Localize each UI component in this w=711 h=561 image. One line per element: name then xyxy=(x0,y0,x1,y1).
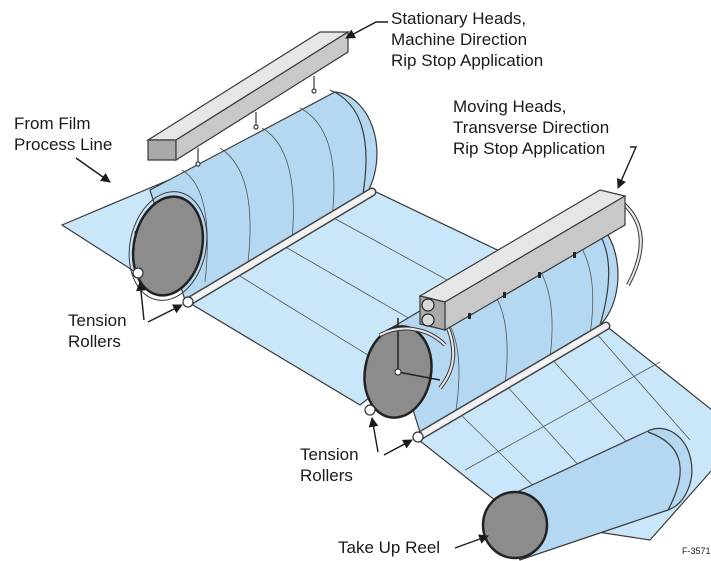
label-moving-heads-line-2: Transverse Direction xyxy=(453,118,610,137)
label-leaders xyxy=(75,21,638,549)
leader-tension-1a xyxy=(136,281,146,321)
label-from-film: From Film Process Line xyxy=(14,113,112,155)
tension-roller-1a xyxy=(132,267,144,279)
label-stationary-heads: Stationary Heads, Machine Direction Rip … xyxy=(391,8,543,71)
figure-id: F-3571 xyxy=(682,546,711,556)
label-moving-heads: Moving Heads, Transverse Direction Rip S… xyxy=(453,96,609,159)
label-tension-rollers-1-line-2: Rollers xyxy=(68,332,121,351)
label-tension-rollers-1: Tension Rollers xyxy=(68,310,127,352)
stationary-heads-bar xyxy=(145,30,351,167)
label-from-film-line-1: From Film xyxy=(14,114,91,133)
tension-roller-bar-1 xyxy=(182,187,377,308)
drum-2 xyxy=(363,193,643,433)
moving-heads-bar xyxy=(418,189,627,332)
leader-from-film xyxy=(75,157,111,183)
label-tension-rollers-1-line-1: Tension xyxy=(68,311,127,330)
label-tension-rollers-2-line-1: Tension xyxy=(300,445,359,464)
leader-tension-1b xyxy=(147,304,183,323)
label-take-up-reel: Take Up Reel xyxy=(338,538,441,557)
label-moving-heads-line-1: Moving Heads, xyxy=(453,97,567,116)
label-stationary-heads-line-2: Machine Direction xyxy=(391,30,528,49)
drum-1 xyxy=(128,89,378,301)
leader-tension-2b xyxy=(383,439,413,456)
leader-tension-2a xyxy=(368,417,379,453)
take-up-reel xyxy=(481,427,693,561)
leader-stationary-heads xyxy=(345,21,388,39)
take-up-reel-end-face xyxy=(481,490,549,560)
label-stationary-heads-line-1: Stationary Heads, xyxy=(391,9,527,28)
tension-roller-2a xyxy=(364,404,376,416)
label-from-film-line-2: Process Line xyxy=(14,135,113,154)
label-stationary-heads-line-3: Rip Stop Application xyxy=(391,51,544,70)
leader-take-up-reel xyxy=(454,534,489,549)
drum-1-end-face xyxy=(131,195,205,297)
film-span-2-grid xyxy=(457,331,691,513)
label-tension-rollers-2: Tension Rollers xyxy=(300,444,359,486)
label-tension-rollers-2-line-2: Rollers xyxy=(300,466,353,485)
tension-roller-bar-2 xyxy=(412,321,611,443)
label-moving-heads-line-3: Rip Stop Application xyxy=(453,139,606,158)
leader-moving-heads xyxy=(617,146,638,189)
